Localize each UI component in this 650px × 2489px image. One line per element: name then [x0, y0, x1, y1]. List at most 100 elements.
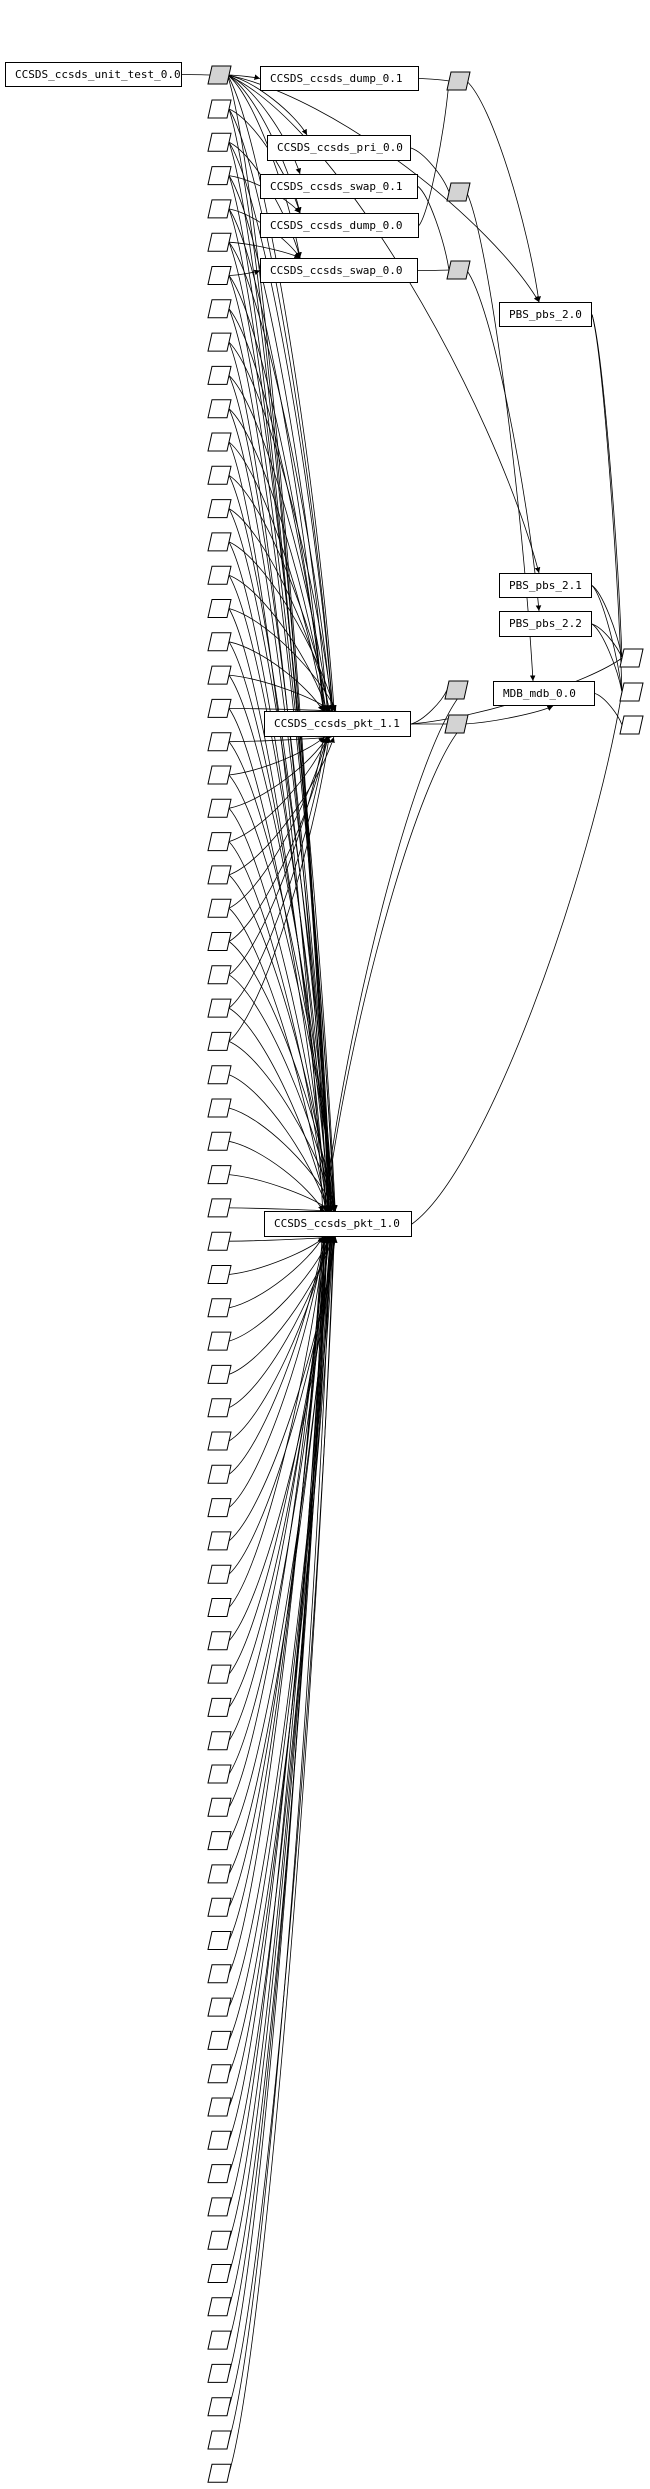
input-connector[interactable] [208, 866, 231, 884]
input-connector[interactable] [208, 1599, 231, 1617]
shared-connector-g3[interactable] [447, 261, 470, 279]
input-connector[interactable] [208, 1865, 231, 1883]
input-connector[interactable] [208, 1832, 231, 1850]
input-connector[interactable] [208, 2231, 231, 2249]
input-connector[interactable] [208, 1132, 231, 1150]
output-connector-w1[interactable] [620, 683, 643, 701]
input-connector[interactable] [208, 1798, 231, 1816]
input-connector[interactable] [208, 366, 231, 384]
node-pri-0-0[interactable]: CCSDS_ccsds_pri_0.0 [267, 135, 411, 161]
input-connector[interactable] [208, 2198, 231, 2216]
input-connector[interactable] [208, 233, 231, 251]
node-mdb-0-0[interactable]: MDB_mdb_0.0 [493, 681, 595, 706]
node-dump-0-1[interactable]: CCSDS_ccsds_dump_0.1 [260, 66, 419, 91]
input-connector[interactable] [208, 766, 231, 784]
node-pbs-2-1[interactable]: PBS_pbs_2.1 [499, 573, 592, 598]
input-connector[interactable] [208, 500, 231, 518]
output-connector-w2[interactable] [620, 716, 643, 734]
input-connector[interactable] [208, 566, 231, 584]
input-connector[interactable] [208, 1932, 231, 1950]
node-pkt-1-1[interactable]: CCSDS_ccsds_pkt_1.1 [264, 711, 411, 737]
input-connector[interactable] [208, 600, 231, 618]
input-connector[interactable] [208, 1698, 231, 1716]
node-swap-0-1[interactable]: CCSDS_ccsds_swap_0.1 [260, 174, 418, 199]
input-connector[interactable] [208, 1998, 231, 2016]
input-connector[interactable] [208, 333, 231, 351]
edge-g5-mdb00 [465, 706, 554, 724]
input-connector[interactable] [208, 1032, 231, 1050]
input-connector[interactable] [208, 999, 231, 1017]
input-connector[interactable] [208, 1665, 231, 1683]
input-connector[interactable] [208, 267, 231, 285]
shared-connector-g5[interactable] [445, 715, 468, 733]
input-connector[interactable] [208, 2398, 231, 2416]
input-connector[interactable] [208, 2431, 231, 2449]
node-dump-0-0[interactable]: CCSDS_ccsds_dump_0.0 [260, 213, 419, 238]
input-connector[interactable] [208, 300, 231, 318]
input-connector[interactable] [208, 200, 231, 218]
input-connector[interactable] [208, 699, 231, 717]
input-connector[interactable] [208, 2098, 231, 2116]
input-connector[interactable] [208, 666, 231, 684]
input-connector[interactable] [208, 400, 231, 418]
shared-connector-g0[interactable] [208, 66, 231, 84]
input-connector[interactable] [208, 799, 231, 817]
input-connector[interactable] [208, 2131, 231, 2149]
input-connector[interactable] [208, 1965, 231, 1983]
input-connector[interactable] [208, 1199, 231, 1217]
edges [182, 75, 622, 2474]
input-connector[interactable] [208, 1299, 231, 1317]
input-connector[interactable] [208, 2298, 231, 2316]
node-unit-test[interactable]: CCSDS_ccsds_unit_test_0.0 [5, 62, 182, 87]
input-connector[interactable] [208, 833, 231, 851]
input-connector[interactable] [208, 1166, 231, 1184]
input-connector[interactable] [208, 2165, 231, 2183]
input-connector[interactable] [208, 1565, 231, 1583]
edge-input-pkt11 [229, 675, 331, 711]
input-connector[interactable] [208, 1432, 231, 1450]
input-connector[interactable] [208, 466, 231, 484]
node-pkt-1-0[interactable]: CCSDS_ccsds_pkt_1.0 [264, 1211, 412, 1237]
input-connector[interactable] [208, 2364, 231, 2382]
input-connector[interactable] [208, 1465, 231, 1483]
input-connector[interactable] [208, 1399, 231, 1417]
input-connector[interactable] [208, 433, 231, 451]
input-connector[interactable] [208, 1066, 231, 1084]
input-connector[interactable] [208, 167, 231, 185]
input-connector[interactable] [208, 1898, 231, 1916]
node-pbs-2-2[interactable]: PBS_pbs_2.2 [499, 611, 592, 637]
input-connector[interactable] [208, 966, 231, 984]
edge-pbs22-w1 [592, 624, 622, 692]
input-connector[interactable] [208, 1532, 231, 1550]
node-swap-0-0[interactable]: CCSDS_ccsds_swap_0.0 [260, 258, 418, 283]
node-pbs-2-0[interactable]: PBS_pbs_2.0 [499, 302, 592, 327]
input-connector[interactable] [208, 533, 231, 551]
edge-pbs22-w0 [592, 624, 622, 658]
input-connector[interactable] [208, 1232, 231, 1250]
shared-connector-g2[interactable] [447, 183, 470, 201]
shared-connector-g1[interactable] [447, 72, 470, 90]
input-connector[interactable] [208, 1266, 231, 1284]
input-connector[interactable] [208, 2265, 231, 2283]
input-connector[interactable] [208, 1499, 231, 1517]
input-connector[interactable] [208, 933, 231, 951]
input-connector[interactable] [208, 2464, 231, 2482]
input-connector[interactable] [208, 2065, 231, 2083]
input-connector[interactable] [208, 1632, 231, 1650]
input-connector[interactable] [208, 1365, 231, 1383]
input-connector[interactable] [208, 899, 231, 917]
shared-connector-g4[interactable] [445, 681, 468, 699]
input-connector[interactable] [208, 2031, 231, 2049]
input-connector[interactable] [208, 1732, 231, 1750]
input-connector[interactable] [208, 1765, 231, 1783]
edge-g2-mdb00 [467, 192, 534, 681]
input-connector[interactable] [208, 733, 231, 751]
input-connector[interactable] [208, 100, 231, 118]
input-connector[interactable] [208, 633, 231, 651]
output-connector-w0[interactable] [620, 649, 643, 667]
input-connector[interactable] [208, 1099, 231, 1117]
input-connector[interactable] [208, 2331, 231, 2349]
input-connector[interactable] [208, 1332, 231, 1350]
input-connector[interactable] [208, 133, 231, 151]
